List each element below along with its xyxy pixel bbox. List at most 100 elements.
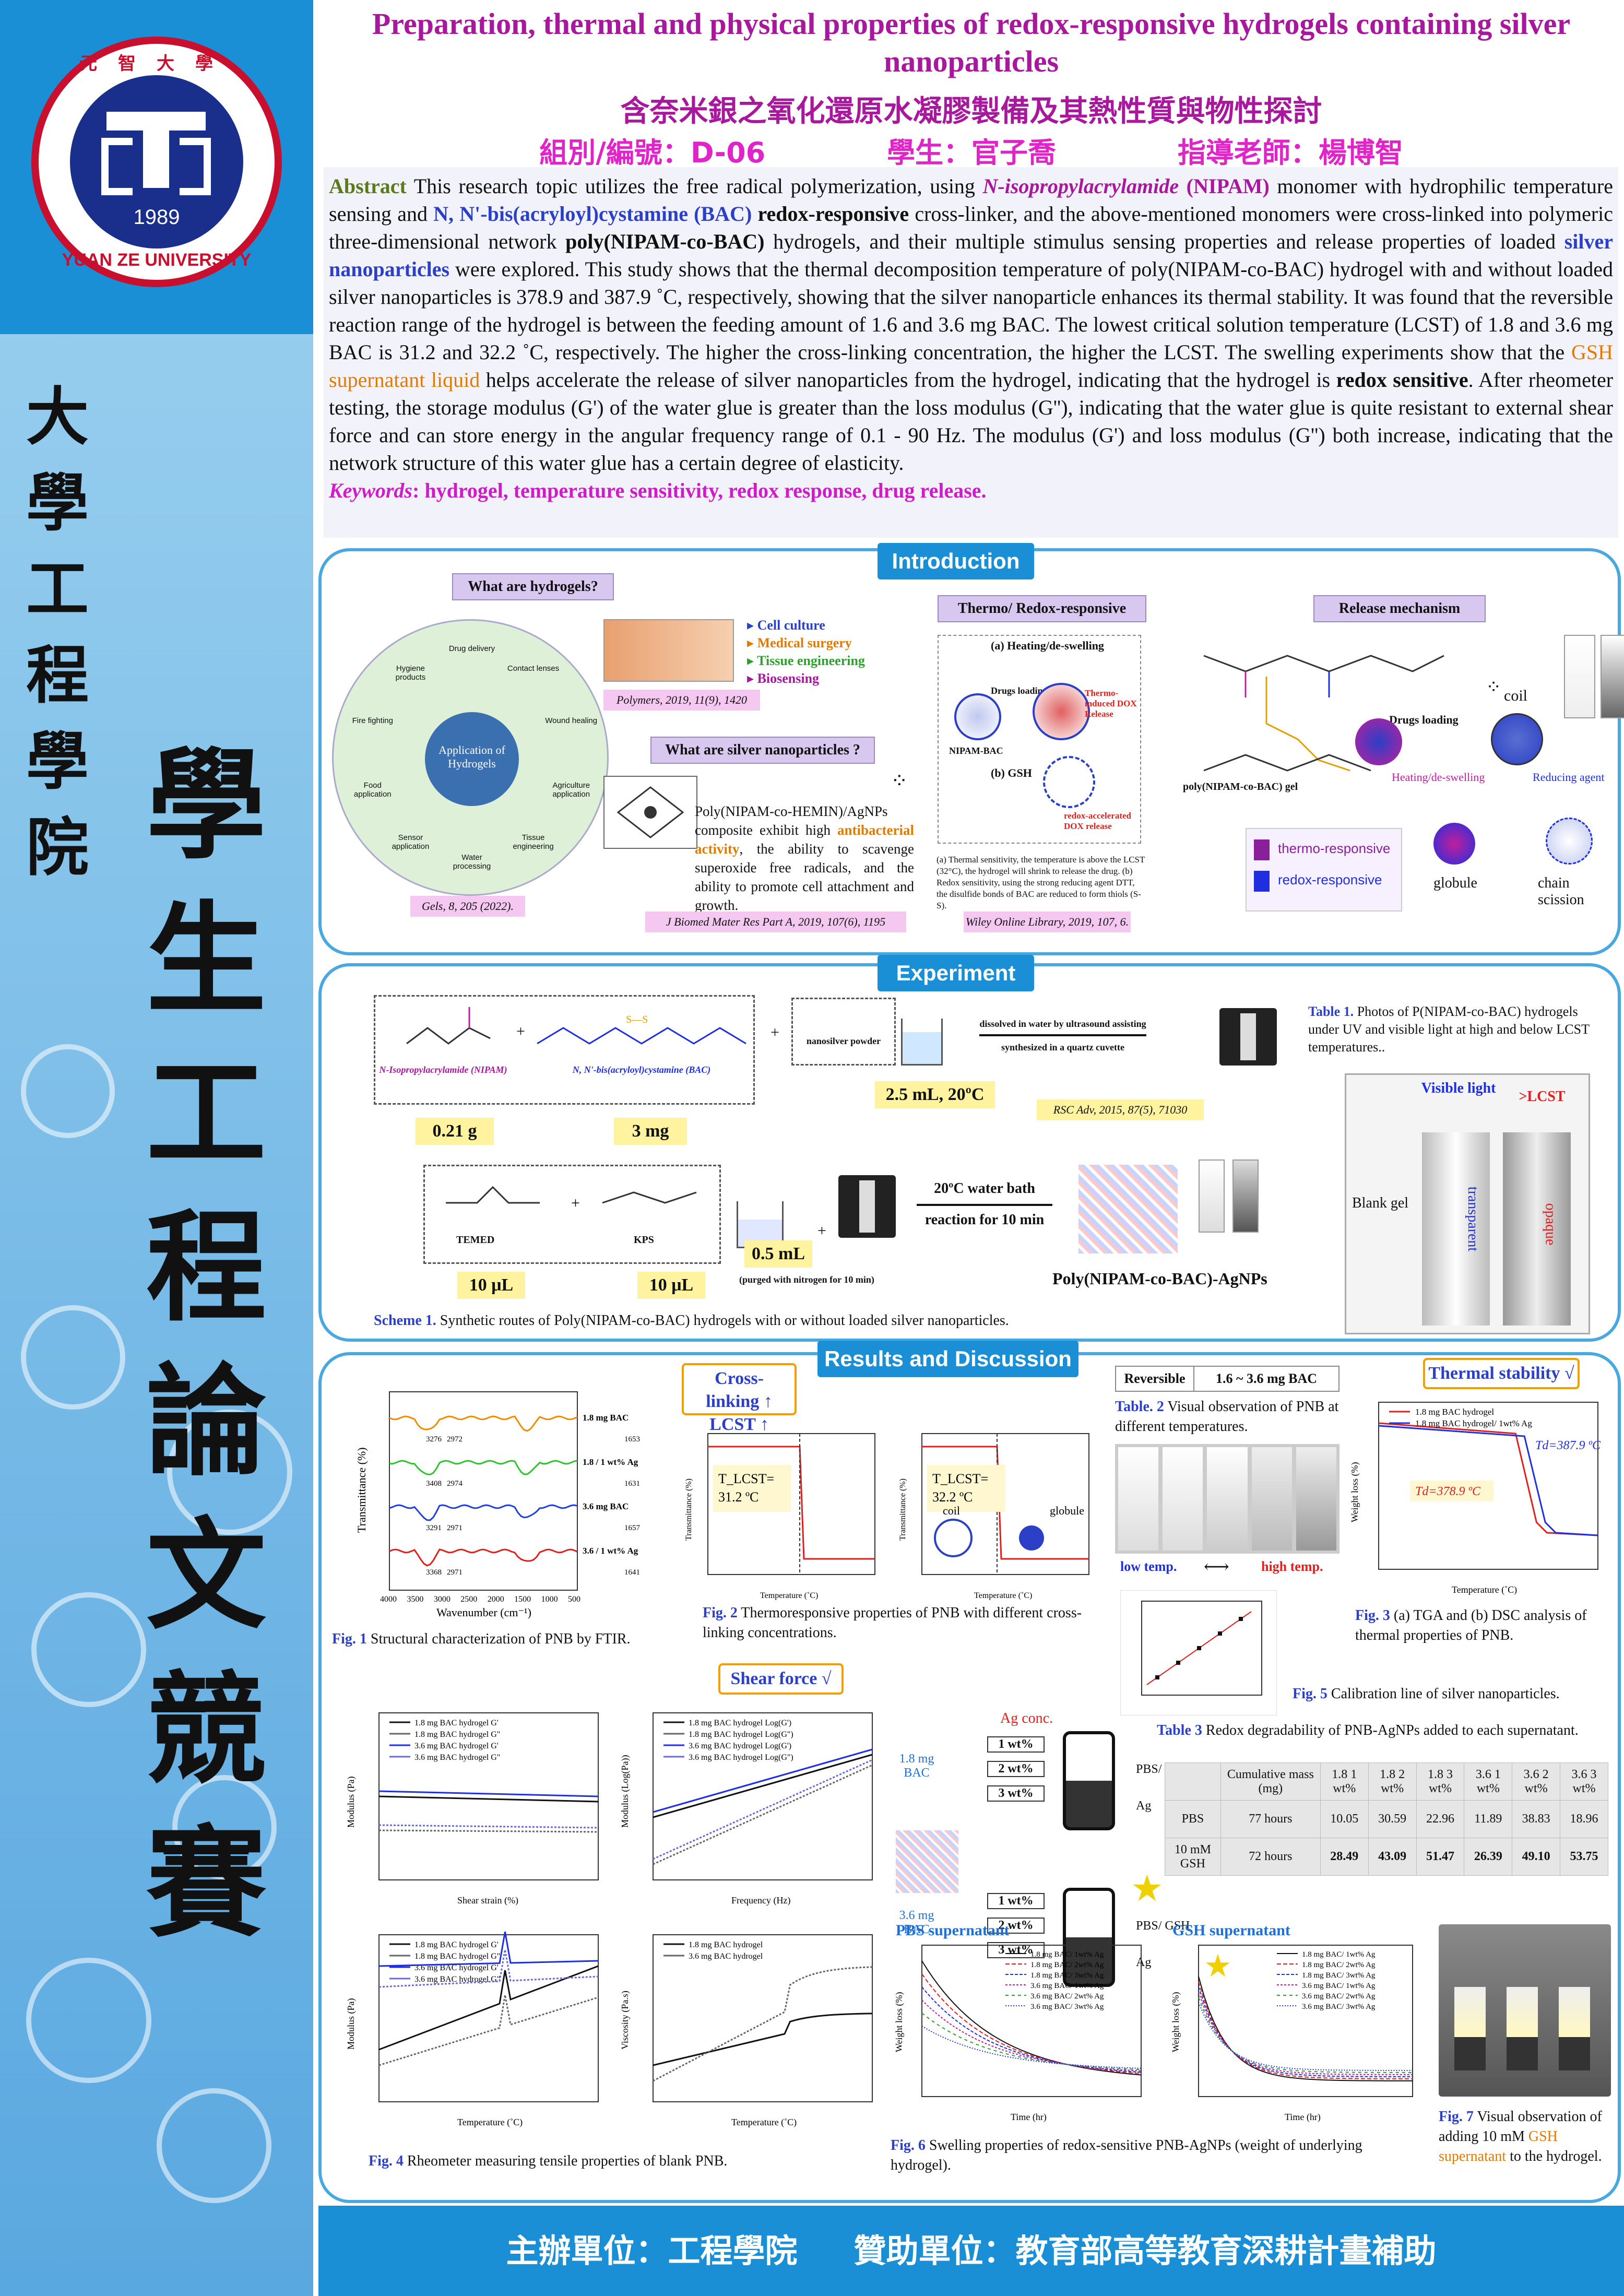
series-line bbox=[653, 1966, 873, 2082]
wt-item: 1 wt% bbox=[987, 1736, 1045, 1753]
app-item: ▸ Biosensing bbox=[747, 671, 820, 686]
axis-label: Wavenumber (cm⁻¹) bbox=[436, 1606, 531, 1619]
table3-cell: 18.96 bbox=[1560, 1800, 1608, 1838]
plot-frame bbox=[389, 1391, 578, 1591]
abstract-silver: silver nanoparticles bbox=[329, 230, 1613, 281]
vertical-char: 學 bbox=[26, 467, 89, 540]
abstract-text: cross-linker, and the above-mentioned mo… bbox=[329, 202, 1614, 253]
wt-item: 1 wt% bbox=[987, 1893, 1045, 1909]
legend-label: 1.8 mg BAC/ 1wt% Ag bbox=[1302, 1950, 1376, 1959]
plot-frame bbox=[653, 1934, 873, 2102]
purged-text: (purged with nitrogen for 10 min) bbox=[739, 1274, 874, 1285]
swirl-decoration bbox=[172, 1775, 277, 1879]
tick-label: 500 bbox=[568, 1595, 580, 1604]
series-line bbox=[389, 1504, 578, 1521]
reducing-agent-label: Reducing agent bbox=[1533, 771, 1605, 784]
table3-cell: 53.75 bbox=[1560, 1838, 1608, 1876]
plus-sign: + bbox=[817, 1222, 826, 1239]
axis-label: Time (hr) bbox=[1285, 2112, 1321, 2123]
table3-cell: 72 hours bbox=[1220, 1838, 1321, 1876]
star-icon: ★ bbox=[1131, 1869, 1164, 1909]
fig7-caption: Fig. 7 Visual observation of adding 10 m… bbox=[1439, 2109, 1602, 2164]
legend-label: 3.6 mg BAC/ 3wt% Ag bbox=[1030, 2003, 1104, 2011]
amount-temed: 10 μL bbox=[457, 1272, 525, 1299]
app-item: ▸ Cell culture bbox=[747, 618, 825, 633]
fig5-calibration-chart bbox=[1120, 1590, 1277, 1715]
peak-label: 2971 bbox=[447, 1524, 463, 1532]
fig6a-plot: 1.8 mg BAC/ 1wt% Ag1.8 mg BAC/ 2wt% Ag1.… bbox=[894, 1945, 1142, 2123]
axis-label: Temperature (˚C) bbox=[731, 2117, 797, 2128]
table3-cell: 30.59 bbox=[1368, 1800, 1417, 1838]
peak-label: 1653 bbox=[624, 1435, 640, 1443]
data-point bbox=[1239, 1617, 1243, 1621]
scission-particle bbox=[1546, 818, 1593, 865]
wt-list-bottom: 1 wt%2 wt%3 wt% bbox=[987, 1893, 1045, 1967]
axis-label: Transmittance (%) bbox=[355, 1447, 368, 1533]
ref-polymers: Polymers, 2019, 11(9), 1420 bbox=[603, 690, 760, 711]
plot-frame bbox=[378, 1934, 599, 2102]
series-line bbox=[653, 1759, 873, 1860]
legend-label: 1.8 mg BAC/ 3wt% Ag bbox=[1030, 1971, 1104, 1980]
initiator-box: + TEMED KPS bbox=[423, 1165, 721, 1264]
series-label: 1.8 / 1 wt% Ag bbox=[583, 1457, 638, 1467]
legend-label: 1.8 mg BAC/ 2wt% Ag bbox=[1302, 1961, 1376, 1969]
axis-label: Transmittance (%) bbox=[684, 1478, 693, 1541]
initiator-structures-icon: + bbox=[446, 1186, 697, 1212]
table2-caption: Table. 2 Visual observation of PNB at di… bbox=[1115, 1399, 1339, 1435]
plot-frame bbox=[1378, 1402, 1598, 1570]
series-line bbox=[378, 1829, 599, 1833]
beaker bbox=[901, 1019, 943, 1066]
table3-cell: 11.89 bbox=[1464, 1800, 1513, 1838]
vertical-char: 文 bbox=[146, 1507, 267, 1646]
table3-cell: 22.96 bbox=[1416, 1800, 1465, 1838]
fig5-caption: Fig. 5 Calibration line of silver nanopa… bbox=[1293, 1686, 1560, 1702]
bac-name: N, N'-bis(acryloyl)cystamine (BAC) bbox=[572, 1064, 711, 1075]
axis-label: Temperature (˚C) bbox=[974, 1591, 1032, 1600]
fig4a-chart: 1.8 mg BAC hydrogel G'1.8 mg BAC hydroge… bbox=[342, 1702, 614, 1922]
university-logo: 1989 YUAN ZE UNIVERSITY 元智大學 bbox=[31, 37, 282, 287]
vertical-char: 程 bbox=[26, 640, 89, 712]
fig3-caption: Fig. 3 (a) TGA and (b) DSC analysis of t… bbox=[1355, 1607, 1587, 1643]
heating-label: (a) Heating/de-swelling bbox=[991, 639, 1104, 652]
legend-label: 1.8 mg BAC hydrogel bbox=[1415, 1407, 1494, 1417]
legend-label: 3.6 mg BAC hydrogel G" bbox=[414, 1753, 500, 1762]
lcst-box bbox=[713, 1465, 791, 1512]
series-label: 1.8 mg BAC bbox=[583, 1413, 629, 1423]
plus-sign: + bbox=[516, 1023, 525, 1040]
axis-label: Weight loss (%) bbox=[894, 1992, 905, 2052]
wt-item: 2 wt% bbox=[987, 1918, 1045, 1934]
abstract-nipam: N-isopropylacrylamide bbox=[982, 174, 1179, 198]
abstract-text: hydrogels, and their multiple stimulus s… bbox=[764, 230, 1564, 253]
table1-visible-header: Visible light bbox=[1421, 1080, 1496, 1096]
wheel-item: Drug delivery bbox=[448, 644, 495, 653]
wheel-item: Sensor application bbox=[392, 833, 430, 851]
swirl-decoration bbox=[21, 1305, 125, 1410]
kps-label: KPS bbox=[634, 1234, 654, 1246]
globule-particle bbox=[1433, 823, 1475, 865]
vial-clear bbox=[1564, 635, 1595, 718]
axis-label: Modulus (Pa) bbox=[346, 1998, 357, 2050]
peak-label: 3408 bbox=[426, 1480, 442, 1488]
series-line bbox=[389, 1460, 578, 1476]
axis-label: Temperature (˚C) bbox=[760, 1591, 818, 1600]
amount-kps: 10 μL bbox=[637, 1272, 705, 1299]
wt-item: 3 wt% bbox=[987, 1785, 1045, 1802]
hydrogel-wheel-center: Application of Hydrogels bbox=[425, 712, 519, 806]
vertical-char: 工 bbox=[26, 553, 89, 626]
reversible-table: Reversible 1.6 ~ 3.6 mg BAC bbox=[1115, 1366, 1339, 1392]
tick-label: 1000 bbox=[541, 1595, 558, 1604]
globule-icon bbox=[1019, 1525, 1044, 1551]
high-temp-label: high temp. bbox=[1261, 1559, 1323, 1574]
fig7-photo bbox=[1439, 1924, 1611, 2097]
arrow-line bbox=[979, 1034, 1146, 1036]
what-silver-title: What are silver nanoparticles ? bbox=[650, 737, 875, 764]
hemin-structure-icon bbox=[617, 786, 684, 838]
author-line: 組別/編號：D-06 學生：官子喬 指導老師：楊博智 bbox=[318, 129, 1624, 171]
fig5-plot bbox=[1141, 1601, 1262, 1696]
legend-label: 1.8 mg BAC/ 2wt% Ag bbox=[1030, 1961, 1104, 1969]
silver-description: Poly(NIPAM-co-HEMIN)/AgNPs composite exh… bbox=[695, 803, 914, 913]
abstract-gsh: GSH supernatant liquid bbox=[329, 340, 1613, 392]
